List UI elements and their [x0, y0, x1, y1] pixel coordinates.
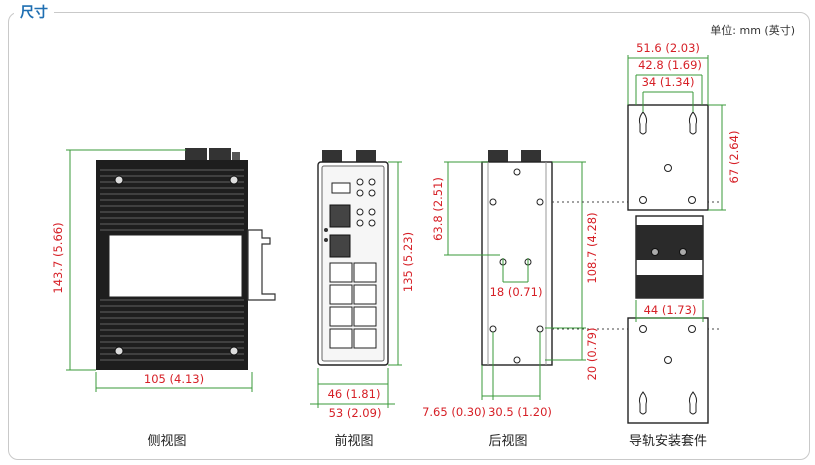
dim-side-height: 143.7 (5.66) [51, 222, 65, 293]
dim-rear-top: 63.8 (2.51) [431, 177, 445, 241]
caption-side-view: 侧视图 [147, 434, 187, 449]
section-title: 尺寸 [14, 2, 54, 22]
unit-note: 单位: mm (英寸) [710, 24, 795, 37]
dim-rear-edge: 7.65 (0.30) [422, 405, 486, 419]
dim-front-height: 135 (5.23) [401, 232, 415, 292]
caption-din-kit: 导轨安装套件 [628, 434, 708, 449]
dim-rear-spacing: 30.5 (1.20) [488, 405, 552, 419]
din-rail-kit [627, 55, 726, 424]
dim-side-width: 105 (4.13) [144, 372, 204, 386]
dim-din-rail: 44 (1.73) [644, 303, 697, 317]
front-view [310, 150, 402, 408]
dim-din-w3: 34 (1.34) [642, 75, 695, 89]
side-view [66, 148, 276, 392]
dim-din-w2: 42.8 (1.69) [638, 58, 702, 72]
dim-rear-bottom: 20 (0.79) [585, 328, 599, 381]
dimensions-frame [8, 12, 810, 460]
dim-front-outer-width: 53 (2.09) [329, 406, 382, 420]
dim-din-w1: 51.6 (2.03) [636, 41, 700, 55]
dim-din-height: 67 (2.64) [727, 131, 741, 184]
caption-front-view: 前视图 [334, 434, 374, 449]
dim-rear-right: 108.7 (4.28) [585, 212, 599, 283]
dim-front-inner-width: 46 (1.81) [328, 387, 381, 401]
caption-rear-view: 后视图 [488, 434, 528, 449]
dim-rear-hole: 18 (0.71) [490, 285, 543, 299]
